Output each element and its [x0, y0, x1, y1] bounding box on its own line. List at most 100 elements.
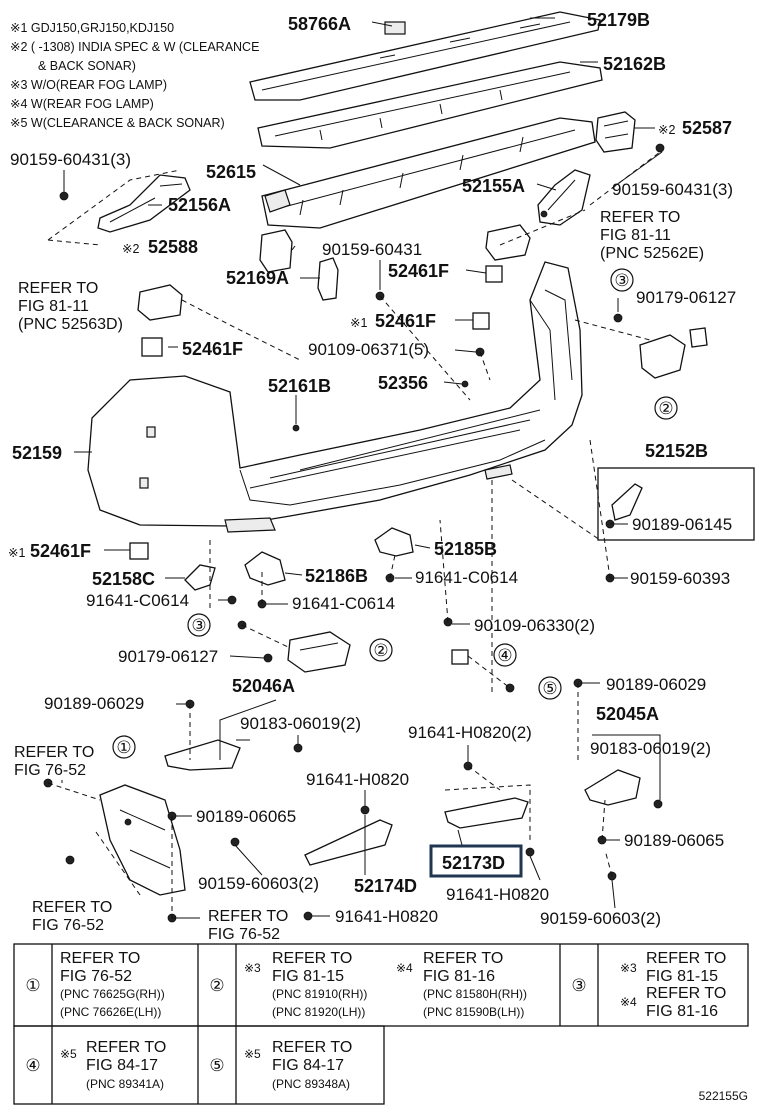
part-52045a-drawing	[584, 769, 641, 806]
callout-3-left: ③	[191, 616, 206, 635]
part-52159-bumper-cover-drawing	[87, 261, 583, 533]
label-52461f-d[interactable]: 52461F	[30, 541, 91, 561]
ref-76-52-c-line1[interactable]: REFER TO	[208, 908, 288, 925]
leader-lines	[61, 17, 663, 919]
label-90179-06127-left[interactable]: 90179-06127	[118, 647, 218, 666]
label-90109-06330-2[interactable]: 90109-06330(2)	[474, 616, 595, 635]
table-sym-1: ①	[25, 976, 40, 995]
label-91641-c0614-left[interactable]: 91641-C0614	[86, 591, 189, 610]
part-52185b-drawing	[374, 527, 414, 557]
ref-76-52-b-line1[interactable]: REFER TO	[32, 899, 112, 916]
label-90189-06065-left[interactable]: 90189-06065	[196, 807, 296, 826]
part-52158c-drawing	[184, 564, 216, 591]
table-4-line2[interactable]: FIG 84-17	[86, 1057, 158, 1074]
label-52156a[interactable]: 52156A	[168, 195, 231, 215]
label-90159-60393[interactable]: 90159-60393	[630, 569, 730, 588]
part-52174d-drawing	[304, 819, 393, 866]
table-5-line2[interactable]: FIG 84-17	[272, 1057, 344, 1074]
table-1-line2[interactable]: FIG 76-52	[60, 968, 132, 985]
label-52173d[interactable]: 52173D	[442, 853, 505, 873]
table-2a-line2[interactable]: FIG 81-15	[272, 968, 344, 985]
table-sym-4: ④	[25, 1056, 40, 1075]
table-3a-line2[interactable]: FIG 81-15	[646, 968, 718, 985]
label-91641-h0820-2[interactable]: 91641-H0820(2)	[408, 723, 532, 742]
note-3: ※3 W/O(REAR FOG LAMP)	[10, 78, 167, 92]
table-5-line1[interactable]: REFER TO	[272, 1039, 352, 1056]
label-52588[interactable]: 52588	[148, 237, 198, 257]
ref-76-52-b-line2[interactable]: FIG 76-52	[32, 917, 104, 934]
label-52615[interactable]: 52615	[206, 162, 256, 182]
part-52461f-c-drawing	[141, 337, 163, 357]
part-ref-52562e-drawing	[485, 224, 531, 261]
label-90159-60603-2-right[interactable]: 90159-60603(2)	[540, 909, 661, 928]
callout-1: ①	[116, 738, 131, 757]
label-91641-h0820-upper[interactable]: 91641-H0820	[306, 770, 409, 789]
table-3a-line1[interactable]: REFER TO	[646, 950, 726, 967]
label-52046a[interactable]: 52046A	[232, 676, 295, 696]
table-3b-marker: ※4	[620, 995, 637, 1009]
label-52155a[interactable]: 52155A	[462, 176, 525, 196]
table-2a-line1[interactable]: REFER TO	[272, 950, 352, 967]
label-90159-60431-3-right[interactable]: 90159-60431(3)	[612, 180, 733, 199]
label-90183-06019-2-right[interactable]: 90183-06019(2)	[590, 739, 711, 758]
part-52152b-drawing	[611, 483, 643, 521]
label-91641-c0614-right[interactable]: 91641-C0614	[415, 568, 518, 587]
label-52587[interactable]: 52587	[682, 118, 732, 138]
table-5-line3: (PNC 89348A)	[272, 1077, 350, 1091]
label-52186b[interactable]: 52186B	[305, 566, 368, 586]
label-52158c[interactable]: 52158C	[92, 569, 155, 589]
label-52159[interactable]: 52159	[12, 443, 62, 463]
part-52162b-drawing	[257, 61, 603, 149]
label-52174d[interactable]: 52174D	[354, 876, 417, 896]
ref-76-52-a-line2[interactable]: FIG 76-52	[14, 762, 86, 779]
part-52587-drawing	[595, 111, 636, 153]
label-52045a[interactable]: 52045A	[596, 704, 659, 724]
note-1: ※1 GDJ150,GRJ150,KDJ150	[10, 21, 174, 35]
ref-76-52-c-line2[interactable]: FIG 76-52	[208, 926, 280, 943]
table-2b-line2[interactable]: FIG 81-16	[423, 968, 495, 985]
label-52356[interactable]: 52356	[378, 373, 428, 393]
note-2: ※2 ( -1308) INDIA SPEC & W (CLEARANCE	[10, 40, 259, 54]
table-2b-line1[interactable]: REFER TO	[423, 950, 503, 967]
label-91641-h0820-lower[interactable]: 91641-H0820	[446, 885, 549, 904]
refer-to-labels: REFER TO FIG 81-11 (PNC 52562E) REFER TO…	[14, 209, 704, 943]
label-90159-60431-3-left[interactable]: 90159-60431(3)	[10, 150, 131, 169]
ref-52562e-line2[interactable]: FIG 81-11	[600, 227, 671, 244]
label-90189-06029-right[interactable]: 90189-06029	[606, 675, 706, 694]
label-52169a[interactable]: 52169A	[226, 268, 289, 288]
label-58766a[interactable]: 58766A	[288, 14, 351, 34]
label-52179b[interactable]: 52179B	[587, 10, 650, 30]
table-sym-2: ②	[209, 976, 224, 995]
label-91641-c0614-mid[interactable]: 91641-C0614	[292, 594, 395, 613]
label-91641-h0820-bottom[interactable]: 91641-H0820	[335, 907, 438, 926]
label-90183-06019-2-left[interactable]: 90183-06019(2)	[240, 714, 361, 733]
table-3b-line2[interactable]: FIG 81-16	[646, 1003, 718, 1020]
label-90159-60431[interactable]: 90159-60431	[322, 240, 422, 259]
label-52185b[interactable]: 52185B	[434, 539, 497, 559]
label-52161b[interactable]: 52161B	[268, 376, 331, 396]
label-90159-60603-2-left[interactable]: 90159-60603(2)	[198, 874, 319, 893]
table-3a-marker: ※3	[620, 961, 637, 975]
callout-2-right: ②	[658, 399, 673, 418]
label-52461f-b[interactable]: 52461F	[375, 311, 436, 331]
ref-52563d-line2[interactable]: FIG 81-11	[18, 298, 89, 315]
table-1-line1[interactable]: REFER TO	[60, 950, 140, 967]
label-90189-06065-right[interactable]: 90189-06065	[624, 831, 724, 850]
label-90189-06145[interactable]: 90189-06145	[632, 515, 732, 534]
label-90109-06371-5[interactable]: 90109-06371(5)	[308, 340, 429, 359]
part-left-lamp-drawing	[287, 631, 351, 673]
ref-52563d-line1[interactable]: REFER TO	[18, 280, 98, 297]
table-2b-marker: ※4	[396, 961, 413, 975]
label-52162b[interactable]: 52162B	[603, 54, 666, 74]
ref-52562e-line1[interactable]: REFER TO	[600, 209, 680, 226]
label-52461f-c[interactable]: 52461F	[182, 339, 243, 359]
table-3b-line1[interactable]: REFER TO	[646, 985, 726, 1002]
box-52152b	[597, 467, 755, 541]
ref-76-52-a-line1[interactable]: REFER TO	[14, 744, 94, 761]
label-52461f-a[interactable]: 52461F	[388, 261, 449, 281]
label-52152b[interactable]: 52152B	[645, 441, 708, 461]
table-4-line1[interactable]: REFER TO	[86, 1039, 166, 1056]
label-90189-06029-left[interactable]: 90189-06029	[44, 694, 144, 713]
label-90179-06127-right[interactable]: 90179-06127	[636, 288, 736, 307]
part-mudguard-drawing	[99, 784, 186, 896]
